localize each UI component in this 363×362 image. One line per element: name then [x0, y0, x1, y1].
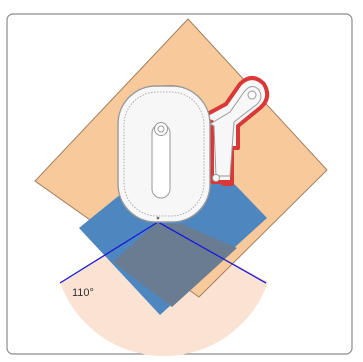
mount-bracket-inner [208, 86, 262, 177]
angle-line-left [59, 221, 159, 284]
bracket-hole-upper [247, 90, 257, 100]
overlap-region [113, 224, 237, 307]
bracket-hole-lower [212, 174, 220, 182]
device-body-inner [123, 91, 205, 217]
device-indicator-dot [156, 216, 160, 220]
angle-line-right [157, 221, 267, 284]
angle-label: 110° [72, 287, 94, 299]
screw-inner [157, 125, 165, 133]
